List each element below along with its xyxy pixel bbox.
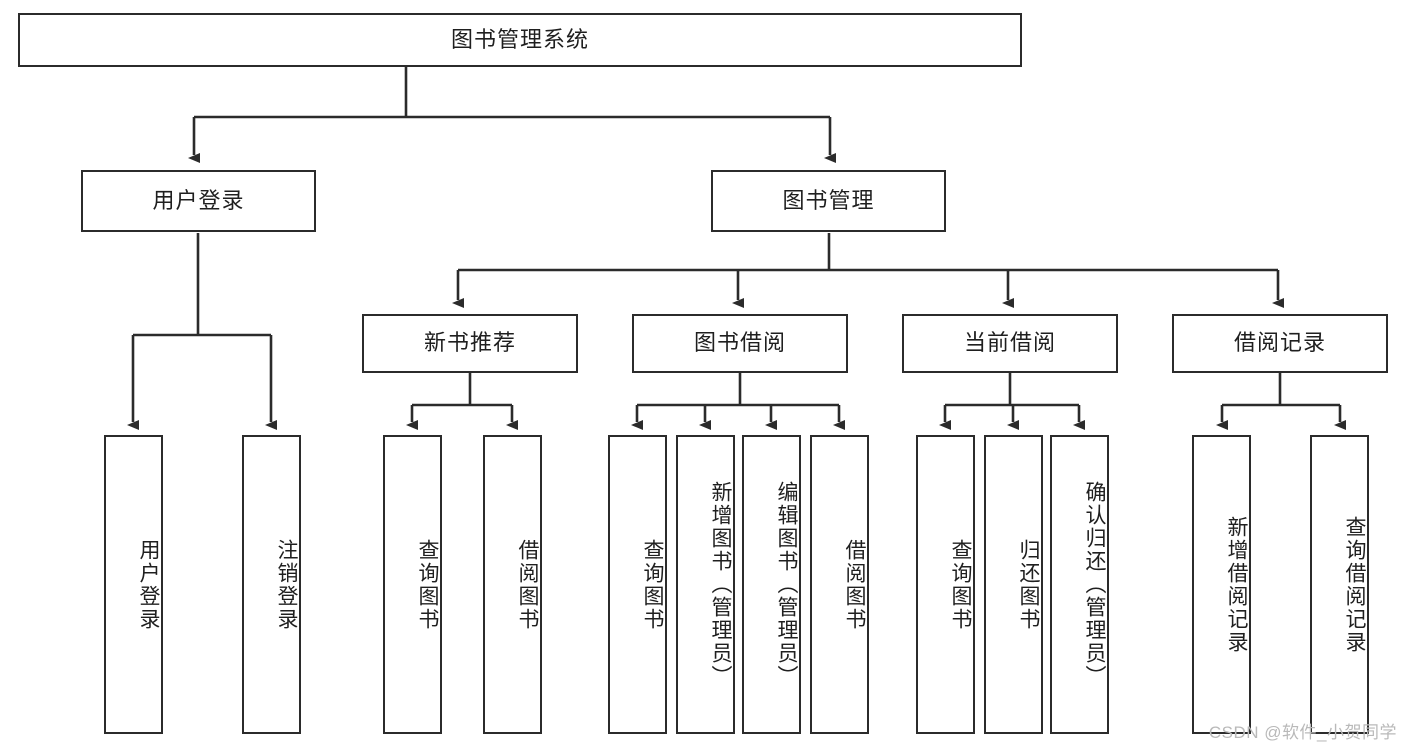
leaf-new-book-query-book[interactable]: 查询图书 <box>383 435 442 734</box>
leaf-current-borrow-return-book[interactable]: 归还图书 <box>984 435 1043 734</box>
leaf-book-borrow-edit-book-admin[interactable]: 编辑图书（管理员） <box>742 435 801 734</box>
leaf-current-borrow-query-book[interactable]: 查询图书 <box>916 435 975 734</box>
leaf-user-login-login[interactable]: 用户登录 <box>104 435 163 734</box>
leaf-user-login-logout[interactable]: 注销登录 <box>242 435 301 734</box>
watermark-text: CSDN @软件_小贺同学 <box>1208 723 1397 742</box>
node-root-book-management-system[interactable]: 图书管理系统 <box>18 13 1022 67</box>
leaf-book-borrow-borrow-book[interactable]: 借阅图书 <box>810 435 869 734</box>
node-borrowing-record[interactable]: 借阅记录 <box>1172 314 1388 373</box>
leaf-new-book-borrow-book[interactable]: 借阅图书 <box>483 435 542 734</box>
node-book-borrowing[interactable]: 图书借阅 <box>632 314 848 373</box>
node-current-borrowing[interactable]: 当前借阅 <box>902 314 1118 373</box>
node-book-management[interactable]: 图书管理 <box>711 170 946 232</box>
leaf-current-borrow-confirm-return-admin[interactable]: 确认归还（管理员） <box>1050 435 1109 734</box>
node-new-book-recommendation[interactable]: 新书推荐 <box>362 314 578 373</box>
leaf-book-borrow-add-book-admin[interactable]: 新增图书（管理员） <box>676 435 735 734</box>
leaf-borrow-record-query-record[interactable]: 查询借阅记录 <box>1310 435 1369 734</box>
leaf-borrow-record-add-record[interactable]: 新增借阅记录 <box>1192 435 1251 734</box>
node-user-login[interactable]: 用户登录 <box>81 170 316 232</box>
leaf-book-borrow-query-book[interactable]: 查询图书 <box>608 435 667 734</box>
